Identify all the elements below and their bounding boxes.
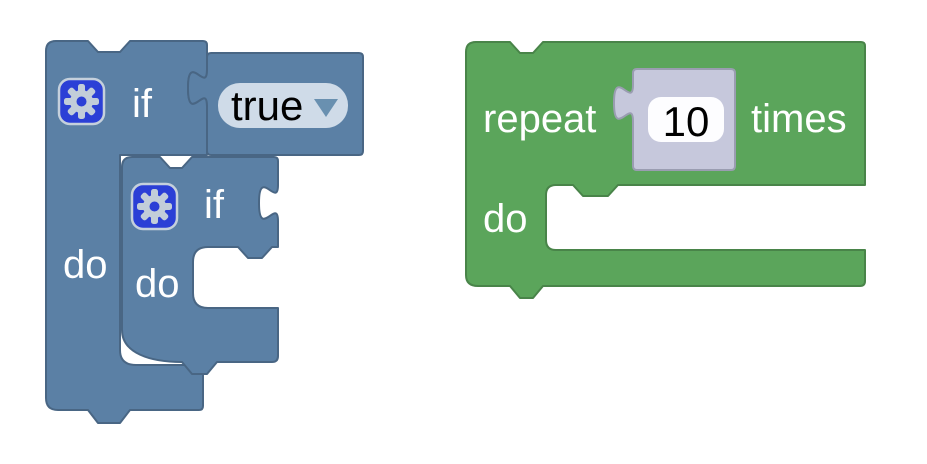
gear-icon — [64, 84, 99, 119]
nested-do-label: do — [135, 262, 180, 306]
dropdown-field-background — [218, 83, 348, 128]
number-field[interactable]: 10 — [648, 97, 724, 145]
times-label: times — [751, 97, 847, 141]
number-field-background — [648, 97, 724, 142]
if-label: if — [132, 82, 153, 126]
dropdown-arrow-icon — [314, 99, 338, 117]
gear-icon — [137, 189, 172, 224]
repeat-label: repeat — [483, 97, 596, 141]
nested-if-label: if — [204, 183, 225, 227]
dropdown-value: true — [231, 82, 303, 129]
number-value: 10 — [663, 98, 710, 145]
boolean-dropdown[interactable]: true — [218, 82, 348, 129]
nested-mutator-gear-icon[interactable] — [130, 182, 179, 231]
repeat-do-label: do — [483, 197, 528, 241]
mutator-gear-icon[interactable] — [57, 77, 106, 126]
do-label: do — [63, 243, 108, 287]
